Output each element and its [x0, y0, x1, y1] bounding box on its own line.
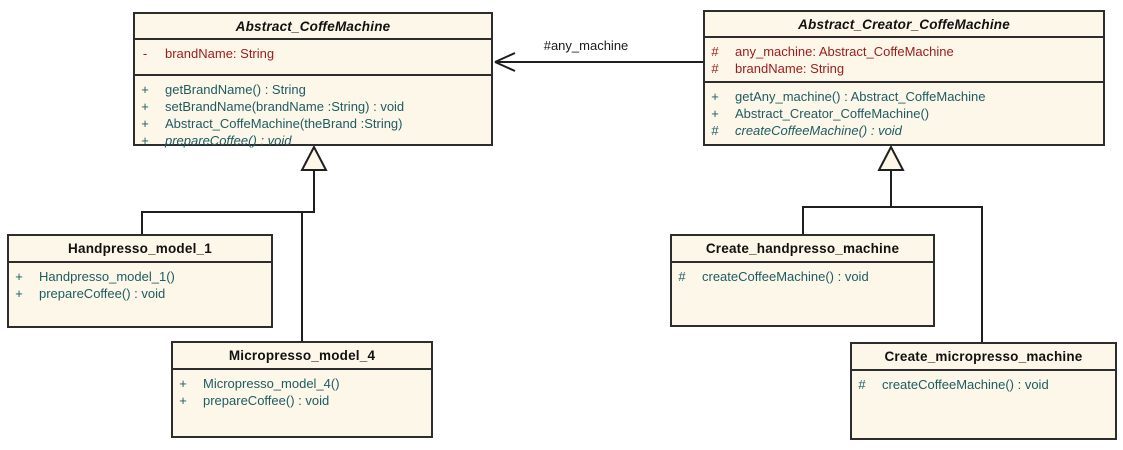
attributes-compartment: # any_machine: Abstract_CoffeMachine # b… [705, 38, 1103, 83]
method: + Micropresso_model_4() [173, 375, 431, 392]
class-title: Create_handpresso_machine [672, 236, 933, 263]
visibility-symbol: # [711, 61, 719, 76]
method-text: getAny_machine() : Abstract_CoffeMachine [735, 89, 986, 104]
visibility-symbol: # [711, 123, 719, 138]
method: + Handpresso_model_1() [9, 268, 271, 285]
attribute: # any_machine: Abstract_CoffeMachine [705, 43, 1103, 60]
method: # createCoffeeMachine() : void [852, 376, 1115, 393]
abstract-method: + prepareCoffee() : void [135, 132, 491, 149]
method-text: Handpresso_model_1() [39, 269, 175, 284]
methods-compartment: + Micropresso_model_4() + prepareCoffee(… [173, 370, 431, 409]
visibility-symbol: # [678, 269, 686, 284]
class-micropresso-model-4: Micropresso_model_4 + Micropresso_model_… [171, 341, 433, 438]
attribute: - brandName: String [135, 45, 491, 62]
attribute-text: brandName: String [735, 61, 845, 76]
hollow-triangle-icon [877, 144, 905, 171]
association-any-machine [494, 52, 703, 72]
method-text: createCoffeeMachine() : void [735, 123, 902, 138]
visibility-symbol: + [141, 99, 149, 114]
methods-compartment: # createCoffeeMachine() : void [852, 371, 1115, 393]
method-text: prepareCoffee() : void [39, 286, 166, 301]
method-text: Abstract_Creator_CoffeMachine() [735, 106, 930, 121]
method-text: getBrandName() : String [165, 82, 306, 97]
visibility-symbol: - [142, 46, 148, 61]
class-title: Micropresso_model_4 [173, 343, 431, 370]
open-arrowhead-icon [494, 52, 516, 63]
attribute: # brandName: String [705, 60, 1103, 77]
class-handpresso-model-1: Handpresso_model_1 + Handpresso_model_1(… [7, 234, 273, 328]
attribute-text: any_machine: Abstract_CoffeMachine [735, 44, 954, 59]
method: + Abstract_CoffeMachine(theBrand :String… [135, 115, 491, 132]
association-label: #any_machine [543, 38, 629, 53]
class-title: Abstract_CoffeMachine [135, 14, 491, 40]
class-abstract-coffemachine: Abstract_CoffeMachine - brandName: Strin… [133, 12, 493, 149]
class-title: Abstract_Creator_CoffeMachine [705, 12, 1103, 38]
visibility-symbol: + [15, 269, 23, 284]
abstract-method: # createCoffeeMachine() : void [705, 122, 1103, 139]
visibility-symbol: + [179, 376, 187, 391]
methods-compartment: + getBrandName() : String + setBrandName… [135, 76, 491, 149]
visibility-symbol: + [15, 286, 23, 301]
methods-compartment: + getAny_machine() : Abstract_CoffeMachi… [705, 83, 1103, 139]
method: # createCoffeeMachine() : void [672, 268, 933, 285]
visibility-symbol: # [858, 377, 866, 392]
class-abstract-creator-coffemachine: Abstract_Creator_CoffeMachine # any_mach… [703, 10, 1105, 146]
visibility-symbol: + [711, 106, 719, 121]
method: + setBrandName(brandName :String) : void [135, 98, 491, 115]
method-text: setBrandName(brandName :String) : void [165, 99, 405, 114]
method-text: Abstract_CoffeMachine(theBrand :String) [165, 116, 403, 131]
method: + getAny_machine() : Abstract_CoffeMachi… [705, 88, 1103, 105]
method-text: prepareCoffee() : void [203, 393, 330, 408]
visibility-symbol: # [711, 44, 719, 59]
visibility-symbol: + [141, 133, 149, 148]
visibility-symbol: + [711, 89, 719, 104]
methods-compartment: + Handpresso_model_1() + prepareCoffee()… [9, 263, 271, 302]
method: + prepareCoffee() : void [9, 285, 271, 302]
method: + prepareCoffee() : void [173, 392, 431, 409]
class-create-micropresso-machine: Create_micropresso_machine # createCoffe… [850, 342, 1117, 440]
methods-compartment: # createCoffeeMachine() : void [672, 263, 933, 285]
hollow-triangle-icon [300, 144, 328, 171]
visibility-symbol: + [141, 116, 149, 131]
method-text: createCoffeeMachine() : void [882, 377, 1049, 392]
visibility-symbol: + [141, 82, 149, 97]
class-title: Create_micropresso_machine [852, 344, 1115, 371]
method: + Abstract_Creator_CoffeMachine() [705, 105, 1103, 122]
attributes-compartment: - brandName: String [135, 40, 491, 76]
method-text: createCoffeeMachine() : void [702, 269, 869, 284]
attribute-text: brandName: String [165, 46, 275, 61]
method-text: prepareCoffee() : void [165, 133, 292, 148]
class-title: Handpresso_model_1 [9, 236, 271, 263]
method: + getBrandName() : String [135, 81, 491, 98]
visibility-symbol: + [179, 393, 187, 408]
method-text: Micropresso_model_4() [203, 376, 340, 391]
class-create-handpresso-machine: Create_handpresso_machine # createCoffee… [670, 234, 935, 327]
